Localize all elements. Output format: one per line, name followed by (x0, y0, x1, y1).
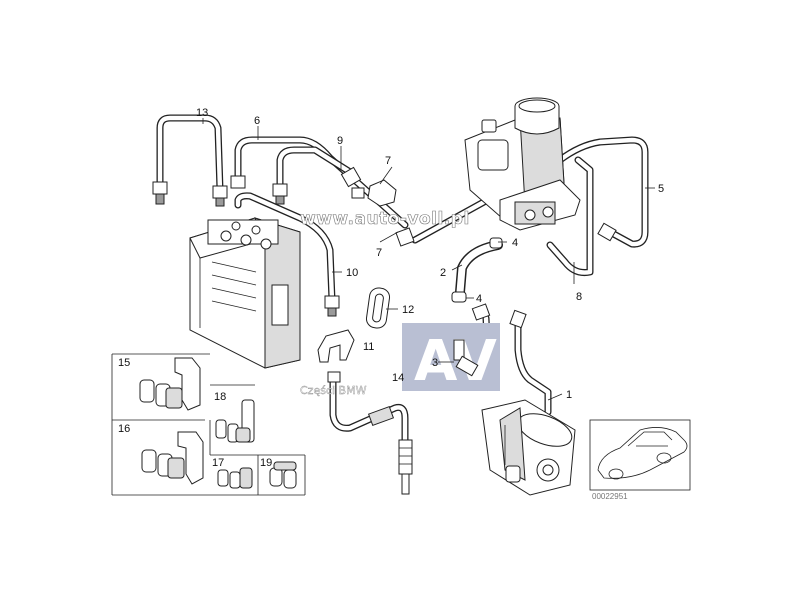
vehicle-thumbnail: 00022951 (589, 419, 691, 501)
logo-watermark: AV (402, 323, 500, 394)
callout-1: 1 (566, 389, 572, 401)
holder-clip (141, 431, 204, 485)
brake-pipes (156, 114, 649, 416)
callout-19: 19 (260, 457, 272, 469)
reference-number: 00022951 (592, 492, 628, 501)
leader-lines (202, 118, 655, 401)
callout-16: 16 (118, 423, 130, 435)
callout-7: 7 (376, 247, 382, 259)
callout-4: 4 (476, 293, 482, 305)
callout-14: 14 (392, 372, 404, 384)
hydraulic-pump (481, 399, 576, 496)
brake-hose (327, 371, 413, 495)
callout-3: 3 (432, 357, 438, 369)
callout-18: 18 (214, 391, 226, 403)
pipe-bracket (317, 329, 355, 363)
reservoir-hose (451, 237, 503, 303)
callout-9: 9 (337, 135, 343, 147)
holder-clip (215, 399, 255, 443)
callout-8: 8 (576, 291, 582, 303)
holder-clip (217, 467, 253, 489)
callout-2: 2 (440, 267, 446, 279)
callout-5: 5 (658, 183, 664, 195)
watermark-url: www.auto-voll.pl (300, 209, 470, 229)
brake-fluid-reservoir (464, 97, 581, 231)
callout-6: 6 (254, 115, 260, 127)
pipe-tee (453, 303, 527, 377)
callout-12: 12 (402, 304, 414, 316)
logo-text: AV (414, 329, 498, 394)
grommet (365, 287, 391, 329)
pipe-fittings (152, 166, 617, 317)
holder-clip (269, 461, 297, 489)
callout-11: 11 (363, 341, 374, 353)
callout-13: 13 (196, 107, 208, 119)
hydraulic-unit (189, 217, 301, 369)
logo-box (402, 323, 500, 391)
callout-10: 10 (346, 267, 358, 279)
pipe-connector (367, 179, 415, 247)
callout-7: 7 (385, 155, 391, 167)
callout-labels: 13 6 9 7 7 5 4 2 4 8 10 12 11 3 14 1 15 … (118, 107, 664, 469)
callout-17: 17 (212, 457, 224, 469)
watermark-brand: Części BMW (300, 384, 367, 397)
callout-15: 15 (118, 357, 130, 369)
callout-4: 4 (512, 237, 518, 249)
holder-clip (139, 357, 201, 411)
holder-inset (111, 353, 306, 496)
